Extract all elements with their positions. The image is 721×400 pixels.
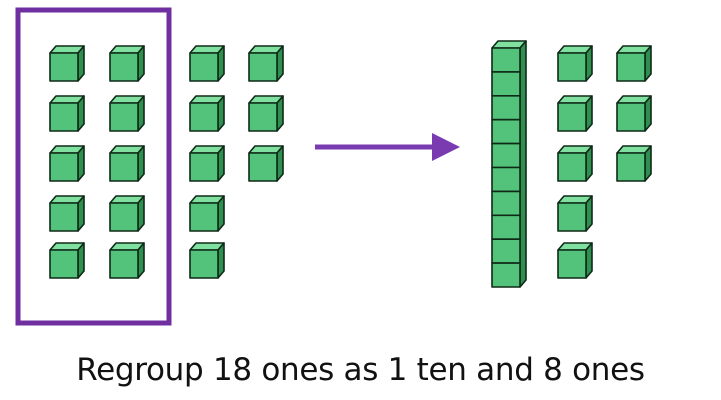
right-arrow-icon (315, 133, 460, 161)
caption: Regroup 18 ones as 1 ten and 8 ones (76, 352, 645, 388)
unit-cube-icon (557, 45, 593, 82)
unit-cube-icon (49, 45, 85, 82)
unit-cube-icon (189, 45, 225, 82)
unit-cube-icon (49, 95, 85, 132)
unit-cube-icon (557, 145, 593, 182)
rod-unit (491, 190, 521, 217)
unit-cube-icon (49, 145, 85, 182)
unit-cube-icon (557, 242, 593, 279)
rod-side-face (519, 40, 527, 288)
rod-unit (491, 142, 521, 169)
rod-unit (491, 95, 521, 121)
rod-unit (491, 166, 521, 193)
ten-group-frame (15, 7, 172, 326)
rod-unit (491, 47, 521, 73)
unit-cube-icon (557, 95, 593, 132)
unit-cube-icon (109, 195, 145, 232)
unit-cube-icon (189, 195, 225, 232)
unit-cube-icon (109, 242, 145, 279)
rod-unit (491, 118, 521, 145)
unit-cube-icon (248, 95, 284, 132)
ten-rod-icon (491, 40, 527, 288)
before-ones-group (49, 45, 284, 279)
unit-cube-icon (189, 145, 225, 182)
unit-cube-icon (616, 45, 652, 82)
rod-unit (491, 238, 521, 264)
rod-unit (491, 214, 521, 241)
unit-cube-icon (189, 242, 225, 279)
unit-cube-icon (49, 242, 85, 279)
unit-cube-icon (248, 145, 284, 182)
unit-cube-icon (109, 145, 145, 182)
unit-cube-icon (49, 195, 85, 232)
rod-unit (491, 71, 521, 97)
after-ones-group (557, 45, 652, 279)
unit-cube-icon (557, 195, 593, 232)
unit-cube-icon (189, 95, 225, 132)
unit-cube-icon (248, 45, 284, 82)
unit-cube-icon (616, 145, 652, 182)
unit-cube-icon (109, 45, 145, 82)
unit-cube-icon (109, 95, 145, 132)
rod-unit (491, 262, 521, 288)
unit-cube-icon (616, 95, 652, 132)
